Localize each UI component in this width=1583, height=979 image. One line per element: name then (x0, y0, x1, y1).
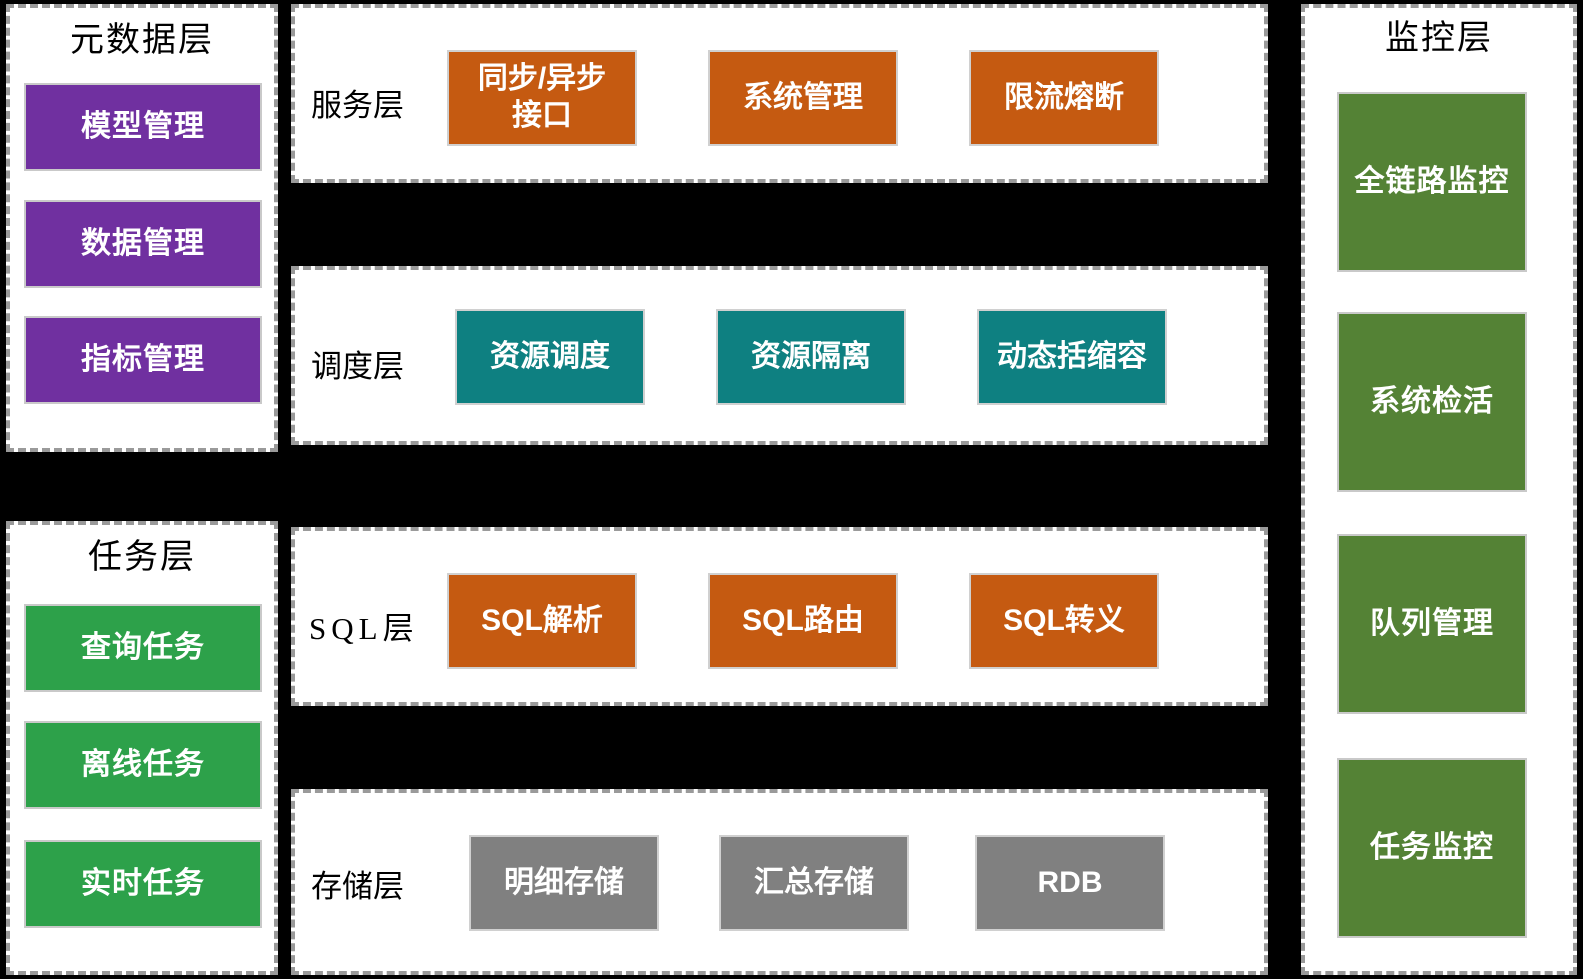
scheduling-cell-label: 资源调度 (490, 339, 610, 373)
service-cell-system-management[interactable]: 系统管理 (708, 50, 898, 146)
task-item-query-task[interactable]: 查询任务 (24, 604, 262, 692)
storage-layer-label: 存储层 (311, 869, 404, 904)
scheduling-cell-label: 动态括缩容 (997, 339, 1147, 373)
monitor-item-label: 全链路监控 (1354, 164, 1510, 198)
monitor-item-label: 任务监控 (1370, 830, 1494, 864)
metadata-item-data-management[interactable]: 数据管理 (24, 200, 262, 288)
service-cell-rate-limit-fuse[interactable]: 限流熔断 (969, 50, 1159, 146)
sql-cell-sql-parse[interactable]: SQL解析 (447, 573, 637, 669)
scheduling-cell-dynamic-scaling[interactable]: 动态括缩容 (977, 309, 1167, 405)
monitor-item-queue-management[interactable]: 队列管理 (1337, 534, 1527, 714)
sql-layer-panel: SQL层 SQL解析 SQL路由 SQL转义 (291, 527, 1268, 706)
scheduling-layer-panel: 调度层 资源调度 资源隔离 动态括缩容 (291, 266, 1268, 445)
metadata-item-label: 模型管理 (81, 109, 205, 143)
service-cell-label: 限流熔断 (1004, 80, 1124, 114)
sql-cell-label: SQL解析 (481, 603, 603, 637)
storage-layer-panel: 存储层 明细存储 汇总存储 RDB (291, 789, 1268, 975)
task-item-offline-task[interactable]: 离线任务 (24, 721, 262, 809)
service-cell-sync-async-api[interactable]: 同步/异步 接口 (447, 50, 637, 146)
task-item-label: 实时任务 (81, 866, 205, 900)
storage-cell-summary-storage[interactable]: 汇总存储 (719, 835, 909, 931)
storage-cell-label: RDB (1037, 865, 1103, 899)
task-item-label: 离线任务 (81, 747, 205, 781)
sql-cell-sql-escape[interactable]: SQL转义 (969, 573, 1159, 669)
metadata-layer-title: 元数据层 (70, 22, 214, 59)
scheduling-layer-label: 调度层 (311, 349, 404, 384)
sql-cell-label: SQL路由 (742, 603, 864, 637)
monitor-item-full-link-monitoring[interactable]: 全链路监控 (1337, 92, 1527, 272)
task-layer-panel: 任务层 查询任务 离线任务 实时任务 (6, 521, 278, 975)
monitor-item-system-health-check[interactable]: 系统检活 (1337, 312, 1527, 492)
metadata-item-label: 指标管理 (81, 342, 205, 376)
sql-cell-label: SQL转义 (1003, 603, 1125, 637)
storage-cell-label: 汇总存储 (754, 865, 874, 899)
storage-cell-rdb[interactable]: RDB (975, 835, 1165, 931)
monitor-layer-title: 监控层 (1385, 20, 1493, 57)
task-layer-title: 任务层 (88, 539, 196, 576)
service-cell-label: 系统管理 (743, 80, 863, 114)
metadata-item-label: 数据管理 (81, 226, 205, 260)
service-layer-panel: 服务层 同步/异步 接口 系统管理 限流熔断 (291, 4, 1268, 183)
service-cell-label: 同步/异步 接口 (477, 62, 607, 132)
monitor-layer-panel: 监控层 全链路监控 系统检活 队列管理 任务监控 (1301, 4, 1577, 975)
scheduling-cell-resource-isolation[interactable]: 资源隔离 (716, 309, 906, 405)
scheduling-cell-resource-scheduling[interactable]: 资源调度 (455, 309, 645, 405)
service-layer-label: 服务层 (311, 88, 404, 123)
task-item-label: 查询任务 (81, 630, 205, 664)
metadata-item-metric-management[interactable]: 指标管理 (24, 316, 262, 404)
monitor-item-task-monitoring[interactable]: 任务监控 (1337, 758, 1527, 938)
monitor-item-label: 队列管理 (1370, 606, 1494, 640)
monitor-item-label: 系统检活 (1370, 384, 1494, 418)
task-item-realtime-task[interactable]: 实时任务 (24, 840, 262, 928)
sql-layer-label: SQL层 (309, 611, 419, 646)
storage-cell-label: 明细存储 (504, 865, 624, 899)
metadata-layer-panel: 元数据层 模型管理 数据管理 指标管理 (6, 4, 278, 452)
storage-cell-detail-storage[interactable]: 明细存储 (469, 835, 659, 931)
sql-cell-sql-route[interactable]: SQL路由 (708, 573, 898, 669)
scheduling-cell-label: 资源隔离 (751, 339, 871, 373)
metadata-item-model-management[interactable]: 模型管理 (24, 83, 262, 171)
